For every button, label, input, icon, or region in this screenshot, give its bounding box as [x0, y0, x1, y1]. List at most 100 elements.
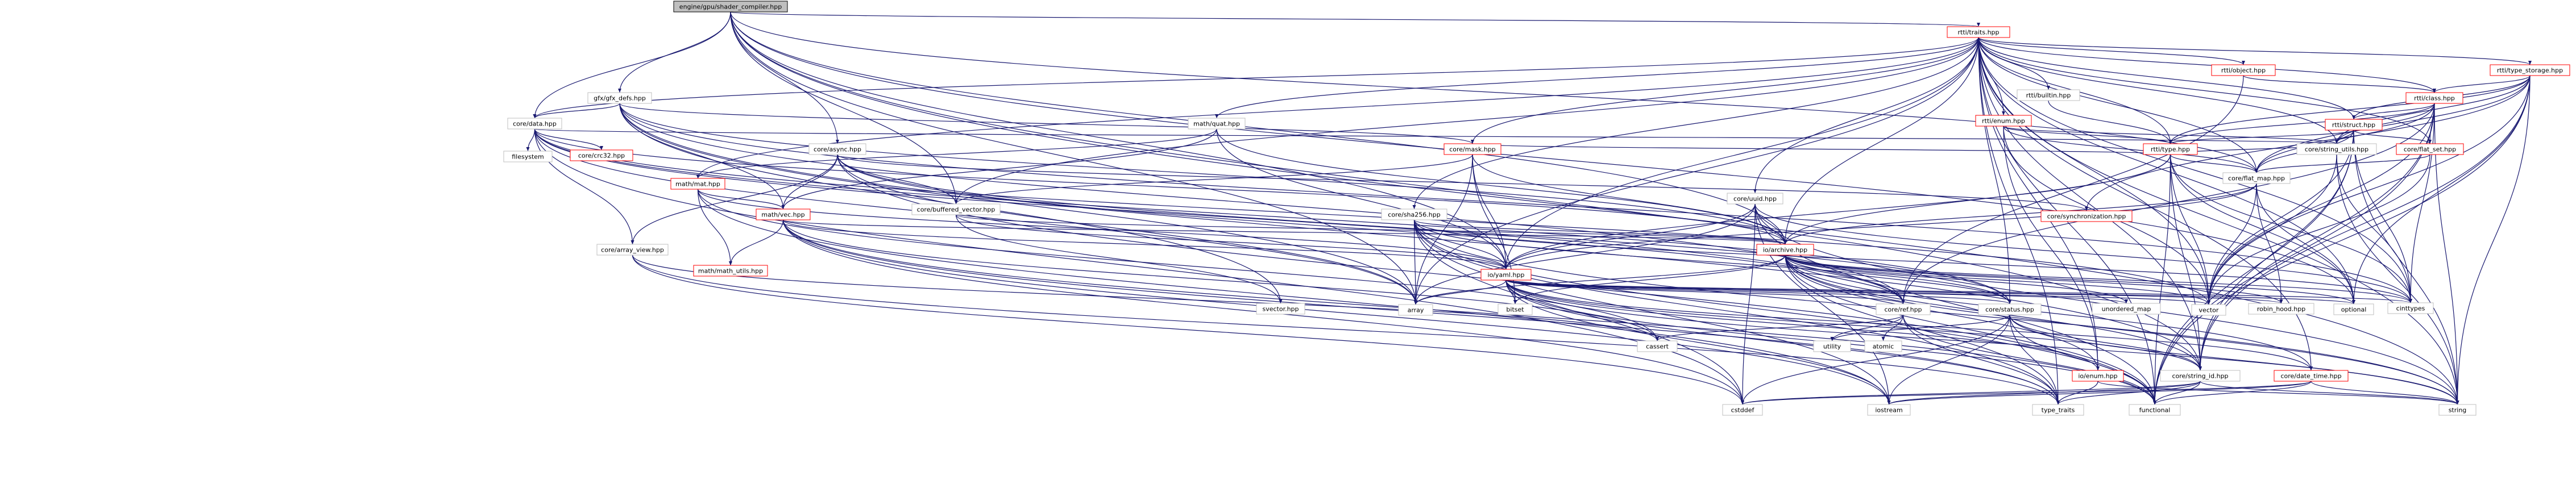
arrowhead-rtti_traits-to-rtti_object — [2242, 61, 2245, 65]
edge-rtti_traits-to-cinttypes — [1978, 37, 2411, 303]
edge-math_quat-to-math_mat — [697, 128, 1217, 179]
node-math-mat[interactable]: math/mat.hpp — [670, 178, 725, 190]
edge-rtti_type_storage-to-core_string_utils — [2336, 75, 2531, 144]
node-core-uuid: core/uuid.hpp — [1727, 193, 1783, 205]
edge-rtti_traits-to-core_flat_set — [1978, 37, 2430, 144]
node-string: string — [2438, 404, 2477, 416]
node-math-vec[interactable]: math/vec.hpp — [756, 208, 811, 220]
node-box — [673, 1, 788, 12]
edge-core_async-to-math_vec — [782, 154, 838, 210]
edge-root-to-core_async — [730, 11, 838, 144]
node-box — [2248, 303, 2314, 315]
node-label: gfx/gfx_defs.hpp — [594, 95, 646, 102]
node-label: utility — [1823, 343, 1841, 351]
edge-rtti_enum-to-core_string_utils — [2003, 126, 2337, 144]
edge-gfxgfx_defs-to-array — [619, 103, 1416, 305]
node-unordered-map: unordered_map — [2092, 303, 2161, 315]
edge-math_mat-to-iostream — [697, 189, 1890, 405]
node-rtti-type-storage[interactable]: rtti/type_storage.hpp — [2490, 64, 2570, 76]
edge-core_date_time-to-iostream — [1888, 381, 2312, 405]
edge-rtti_struct-to-core_string_id — [2200, 130, 2354, 371]
node-rtti-struct[interactable]: rtti/struct.hpp — [2325, 119, 2383, 131]
node-io-yaml[interactable]: io/yaml.hpp — [1480, 269, 1532, 281]
node-filesystem: filesystem — [503, 151, 553, 162]
edge-rtti_builtin-to-rtti_type — [2048, 100, 2171, 144]
node-utility: utility — [1813, 340, 1851, 352]
node-rtti-enum[interactable]: rtti/enum.hpp — [1975, 115, 2032, 127]
edge-rtti_traits-to-rtti_class — [1978, 37, 2435, 93]
arrowhead-root-to-gfxgfx_defs — [618, 89, 621, 93]
node-cinttypes: cinttypes — [2387, 302, 2434, 314]
arrowhead-math_vec-to-math_math_utils — [729, 261, 732, 265]
arrowhead-rtti_type_storage-to-rtti_class — [2433, 89, 2436, 93]
edge-rtti_class-to-rtti_struct — [2353, 103, 2435, 120]
node-math-math-utils[interactable]: math/math_utils.hpp — [693, 265, 768, 277]
edge-core_status-to-iostream — [1888, 314, 2010, 405]
node-rtti-object[interactable]: rtti/object.hpp — [2211, 64, 2276, 76]
edge-core_uuid-to-cinttypes — [1754, 203, 2411, 303]
edge-math_quat-to-io_yaml — [1216, 128, 1507, 270]
edge-math_quat-to-io_archive — [1216, 128, 1786, 245]
edge-rtti_traits-to-io_archive — [1785, 37, 1979, 245]
node-core-date-time[interactable]: core/date_time.hpp — [2274, 370, 2349, 382]
node-box — [2296, 143, 2377, 155]
node-label: core/buffered_vector.hpp — [917, 206, 995, 214]
node-label: unordered_map — [2102, 306, 2151, 313]
edge-root-to-core_data — [534, 11, 731, 119]
arrowhead-rtti_struct-to-rtti_type — [2168, 140, 2172, 144]
arrowhead-rtti_traits-to-math_quat — [1215, 114, 1218, 118]
edge-math_vec-to-io_archive — [782, 219, 1786, 245]
arrowhead-core_data-to-filesystem — [526, 147, 530, 151]
arrowhead-core_ref-to-atomic — [1881, 337, 1885, 341]
edge-core_mask-to-io_archive — [1472, 154, 1786, 245]
arrowhead-math_quat-to-math_vec — [781, 205, 785, 209]
arrowhead-io_enum-to-type_traits — [2056, 401, 2060, 404]
edge-io_archive-to-core_ref — [1785, 255, 1904, 305]
arrowhead-rtti_class-to-rtti_struct — [2352, 115, 2355, 119]
node-core-sha256: core/sha256.hpp — [1381, 208, 1447, 220]
node-type-traits: type_traits — [2032, 404, 2084, 416]
node-label: io/archive.hpp — [1763, 247, 1807, 254]
arrowhead-rtti_traits-to-rtti_type_storage — [2528, 61, 2532, 65]
node-rtti-traits[interactable]: rtti/traits.hpp — [1947, 26, 2010, 38]
node-box — [596, 244, 669, 256]
edge-io_yaml-to-core_ref — [1505, 280, 1904, 305]
node-box — [756, 208, 811, 220]
node-label: functional — [2139, 407, 2171, 414]
edge-core_string_utils-to-vector — [2208, 154, 2337, 305]
node-root[interactable]: engine/gpu/shader_compiler.hpp — [673, 1, 788, 12]
node-io-enum[interactable]: io/enum.hpp — [2072, 370, 2124, 382]
node-box — [2129, 404, 2181, 416]
arrowhead-rtti_traits-to-core_sha256 — [1412, 205, 1416, 209]
node-gfxgfx-defs: gfx/gfx_defs.hpp — [587, 92, 652, 104]
edge-rtti_class-to-cinttypes — [2410, 103, 2435, 303]
node-io-archive[interactable]: io/archive.hpp — [1756, 244, 1814, 256]
node-core-flat-set[interactable]: core/flat_set.hpp — [2396, 143, 2464, 155]
edge-root-to-io_yaml — [730, 11, 1507, 270]
node-label: vector — [2199, 307, 2219, 314]
edge-io_yaml-to-cinttypes — [1505, 280, 2411, 303]
node-label: rtti/type_storage.hpp — [2497, 67, 2563, 74]
edge-core_string_utils-to-string — [2336, 154, 2458, 405]
edge-rtti_type_storage-to-string — [2457, 75, 2531, 405]
node-label: core/synchronization.hpp — [2047, 213, 2126, 220]
edge-rtti_traits-to-optional — [1978, 37, 2354, 305]
node-box — [2333, 303, 2374, 315]
edge-gfxgfx_defs-to-cinttypes — [619, 103, 2411, 303]
edge-core_uuid-to-iostream — [1754, 203, 1890, 405]
edge-rtti_traits-to-core_data — [534, 37, 1979, 119]
node-rtti-type[interactable]: rtti/type.hpp — [2143, 143, 2198, 155]
node-rtti-class[interactable]: rtti/class.hpp — [2405, 92, 2463, 104]
node-core-mask[interactable]: core/mask.hpp — [1443, 143, 1501, 155]
node-label: core/status.hpp — [1985, 306, 2034, 314]
node-core-crc32[interactable]: core/crc32.hpp — [570, 149, 633, 161]
edge-rtti_object-to-rtti_class — [2243, 75, 2435, 93]
node-label: math/math_utils.hpp — [698, 268, 763, 275]
node-cstddef: cstddef — [1722, 404, 1763, 416]
node-box — [808, 143, 866, 155]
node-label: array — [1408, 307, 1424, 314]
node-core-synchronization[interactable]: core/synchronization.hpp — [2040, 210, 2133, 222]
edge-core_sha256-to-io_archive — [1413, 219, 1786, 245]
node-core-array-view: core/array_view.hpp — [596, 244, 669, 256]
edge-core_flat_set-to-vector — [2208, 154, 2430, 305]
